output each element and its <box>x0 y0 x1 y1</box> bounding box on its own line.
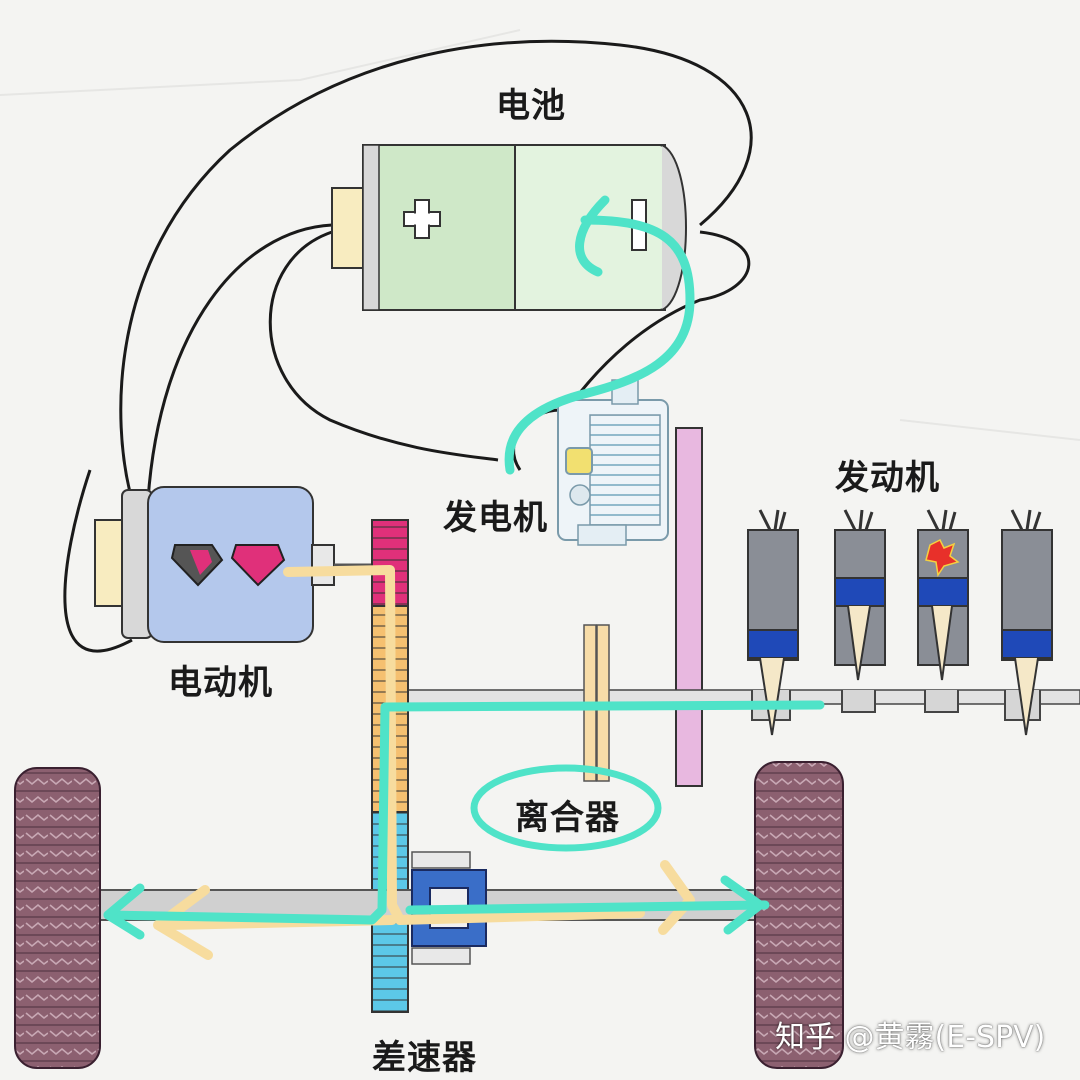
battery <box>331 144 687 311</box>
cyan-path-shaft <box>103 700 825 925</box>
engine-cylinders <box>747 509 1053 736</box>
spark-icon <box>925 538 960 578</box>
label-clutch: 离合器 <box>515 798 620 838</box>
watermark: 知乎 @黄霧(E-SPV) <box>775 1020 1046 1055</box>
cylinder-2 <box>834 509 886 681</box>
plus-icon <box>403 199 441 239</box>
power-flow-cyan <box>103 195 825 940</box>
wire-outer-loop <box>119 39 753 501</box>
yellow-path-motor <box>283 565 645 925</box>
label-differential: 差速器 <box>372 1038 477 1078</box>
wheel-left <box>14 767 101 1069</box>
cyan-path-right <box>405 900 770 915</box>
label-motor: 电动机 <box>168 663 273 703</box>
wire-battery-right <box>558 230 751 421</box>
cyan-arrowhead-left <box>103 883 145 940</box>
battery-body-negative <box>514 144 666 311</box>
battery-terminal-cap <box>331 187 365 269</box>
magnet-icon-right <box>230 544 286 587</box>
wires <box>63 39 753 653</box>
cylinder-4 <box>1001 509 1053 736</box>
cylinder-1 <box>747 509 799 736</box>
wire-battery-to-generator <box>268 230 499 462</box>
label-generator: 发电机 <box>443 498 548 538</box>
electric-motor <box>94 486 380 643</box>
wire-battery-to-motor <box>146 223 333 501</box>
yellow-arrowhead-left <box>153 885 213 960</box>
flywheel <box>675 427 703 787</box>
yellow-arrowhead-right <box>658 860 695 935</box>
wheel-right <box>754 761 844 1069</box>
cylinder-3 <box>917 509 969 681</box>
cyan-arrowhead-right <box>720 875 765 935</box>
wire-motor-outer <box>63 469 133 653</box>
clutch-highlight-ring <box>470 764 662 852</box>
cyan-path-battery <box>504 195 695 475</box>
battery-body-positive <box>362 144 516 311</box>
label-engine: 发动机 <box>835 458 940 498</box>
label-battery: 电池 <box>496 86 566 126</box>
generator <box>557 379 669 546</box>
